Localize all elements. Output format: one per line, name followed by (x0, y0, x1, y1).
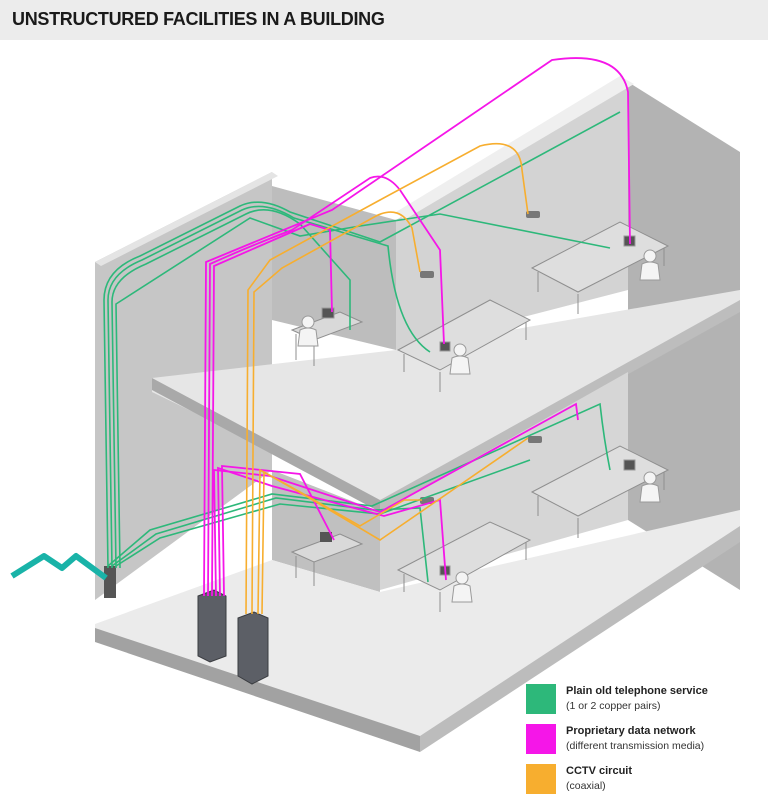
legend-sublabel: (coaxial) (566, 780, 606, 792)
cctv-camera-lower-2 (528, 436, 542, 443)
left-wall-top (95, 172, 278, 266)
legend-swatch-telephone (526, 684, 556, 714)
legend-item-cctv: CCTV circuit (coaxial) (526, 762, 762, 802)
desk-upper-2 (396, 299, 532, 392)
ground-floor-edge-right (420, 526, 740, 752)
upper-ceiling-band (396, 76, 634, 220)
diagram-title: UNSTRUCTURED FACILITIES IN A BUILDING (12, 9, 385, 29)
building-illustration (10, 57, 740, 752)
legend-swatch-cctv (526, 764, 556, 794)
legend-item-data-network: Proprietary data network (different tran… (526, 722, 762, 762)
title-bar: UNSTRUCTURED FACILITIES IN A BUILDING (0, 0, 768, 40)
legend: Plain old telephone service (1 or 2 copp… (526, 682, 762, 802)
legend-sublabel: (different transmission media) (566, 740, 705, 752)
legend-label: Plain old telephone service (566, 685, 708, 697)
legend-sublabel: (1 or 2 copper pairs) (566, 700, 661, 712)
cctv-cables (245, 142, 529, 615)
legend-swatch-data-network (526, 724, 556, 754)
worker-upper-1 (297, 307, 335, 347)
equipment-rack-2 (237, 611, 269, 685)
monitor-lower-1 (320, 532, 332, 542)
worker-upper-2 (439, 341, 471, 375)
desk-lower-2 (396, 521, 532, 612)
equipment-rack-1 (197, 589, 227, 663)
telephone-entrance-box (104, 566, 116, 598)
service-entrance-cable (10, 553, 108, 581)
upper-floor-top (152, 290, 740, 502)
legend-label: Proprietary data network (566, 725, 696, 737)
legend-item-telephone: Plain old telephone service (1 or 2 copp… (526, 682, 762, 722)
ground-floor-edge (95, 628, 420, 752)
worker-lower-2 (623, 459, 661, 503)
upper-floor-edge-right (380, 300, 740, 512)
cctv-camera-upper-2 (526, 211, 540, 218)
cctv-camera-upper-1 (420, 271, 434, 278)
legend-label: CCTV circuit (566, 765, 633, 777)
